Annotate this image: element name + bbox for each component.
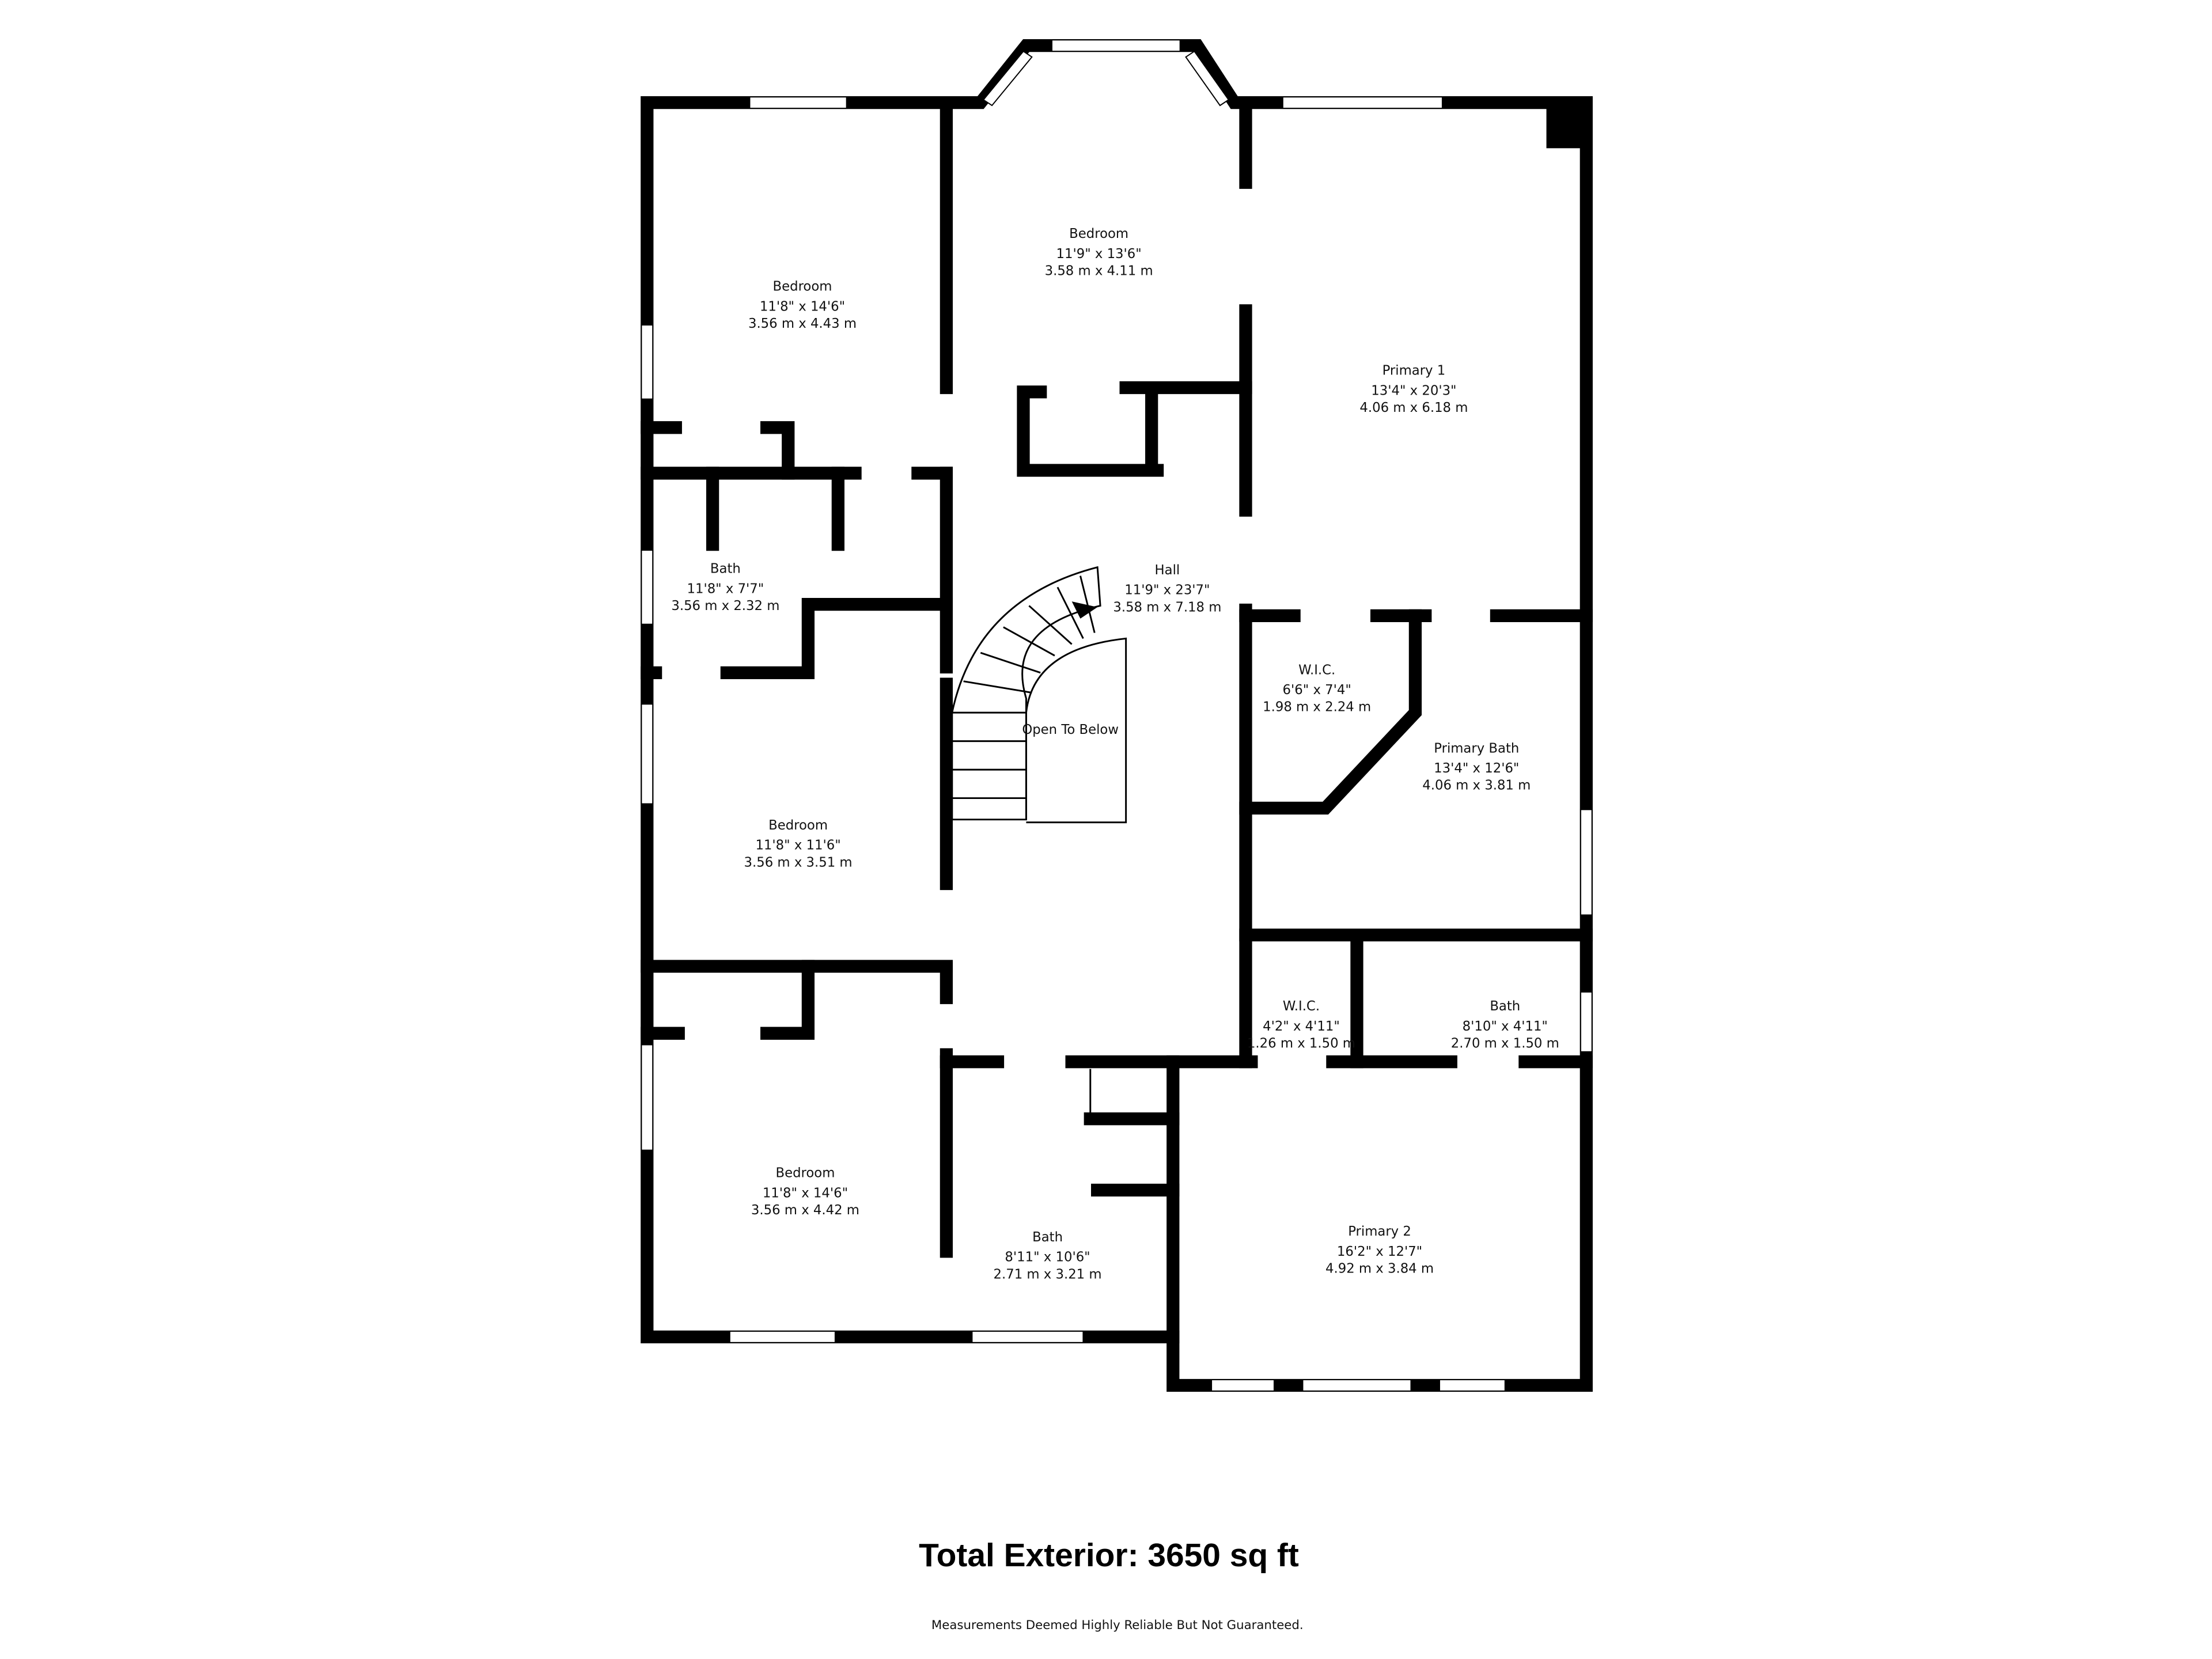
svg-text:3.56 m x 3.51 m: 3.56 m x 3.51 m (744, 855, 853, 870)
svg-text:11'9" x 23'7": 11'9" x 23'7" (1124, 583, 1210, 598)
svg-text:16'2" x 12'7": 16'2" x 12'7" (1337, 1244, 1422, 1259)
svg-text:Primary 2: Primary 2 (1348, 1224, 1411, 1239)
svg-text:4'2" x 4'11": 4'2" x 4'11" (1263, 1019, 1340, 1034)
room-bath-1: Bath 11'8" x 7'7" 3.56 m x 2.32 m (671, 562, 779, 613)
room-bath-3: Bath 8'11" x 10'6" 2.71 m x 3.21 m (994, 1230, 1102, 1282)
svg-text:W.I.C.: W.I.C. (1298, 662, 1335, 677)
disclaimer: Measurements Deemed Highly Reliable But … (931, 1618, 1304, 1633)
svg-text:4.92 m x 3.84 m: 4.92 m x 3.84 m (1325, 1261, 1434, 1276)
open-to-below-label: Open To Below (1022, 722, 1119, 737)
svg-text:Hall: Hall (1155, 563, 1180, 578)
svg-text:11'8" x 7'7": 11'8" x 7'7" (687, 581, 764, 596)
svg-text:Bedroom: Bedroom (773, 279, 832, 294)
room-primary-bath: Primary Bath 13'4" x 12'6" 4.06 m x 3.81 m (1422, 741, 1531, 793)
svg-text:6'6" x 7'4": 6'6" x 7'4" (1283, 683, 1351, 698)
svg-text:4.06 m x 3.81 m: 4.06 m x 3.81 m (1422, 778, 1531, 793)
svg-text:3.56 m x 4.42 m: 3.56 m x 4.42 m (751, 1203, 859, 1218)
svg-text:Bedroom: Bedroom (1069, 226, 1128, 241)
room-wic-1: W.I.C. 6'6" x 7'4" 1.98 m x 2.24 m (1263, 662, 1371, 714)
svg-text:11'8" x 14'6": 11'8" x 14'6" (760, 299, 845, 314)
room-bath-2: Bath 8'10" x 4'11" 2.70 m x 1.50 m (1451, 999, 1559, 1051)
room-hall: Hall 11'9" x 23'7" 3.58 m x 7.18 m (1113, 563, 1221, 615)
svg-text:1.98 m x 2.24 m: 1.98 m x 2.24 m (1263, 700, 1371, 715)
room-bedroom-2: Bedroom 11'9" x 13'6" 3.58 m x 4.11 m (1045, 226, 1153, 278)
room-bedroom-1: Bedroom 11'8" x 14'6" 3.56 m x 4.43 m (748, 279, 857, 331)
walls (641, 39, 1593, 1392)
svg-text:Primary Bath: Primary Bath (1434, 741, 1519, 756)
svg-text:3.58 m x 7.18 m: 3.58 m x 7.18 m (1113, 600, 1221, 615)
svg-text:W.I.C.: W.I.C. (1283, 999, 1320, 1014)
svg-text:Primary 1: Primary 1 (1382, 363, 1446, 378)
room-bedroom-4: Bedroom 11'8" x 14'6" 3.56 m x 4.42 m (751, 1166, 859, 1218)
svg-text:11'8" x 14'6": 11'8" x 14'6" (763, 1185, 848, 1200)
windows (641, 39, 1593, 1392)
svg-text:Bath: Bath (710, 562, 741, 577)
svg-text:11'9" x 13'6": 11'9" x 13'6" (1056, 247, 1142, 262)
svg-text:13'4" x 12'6": 13'4" x 12'6" (1434, 761, 1519, 776)
total-exterior-area: Total Exterior: 3650 sq ft (919, 1537, 1299, 1574)
svg-text:Bath: Bath (1490, 999, 1520, 1014)
svg-text:13'4" x 20'3": 13'4" x 20'3" (1371, 383, 1456, 398)
svg-text:3.56 m x 2.32 m: 3.56 m x 2.32 m (671, 599, 779, 613)
svg-text:Bedroom: Bedroom (768, 818, 828, 833)
svg-text:3.58 m x 4.11 m: 3.58 m x 4.11 m (1045, 264, 1153, 279)
room-primary-1: Primary 1 13'4" x 20'3" 4.06 m x 6.18 m (1359, 363, 1468, 415)
svg-text:11'8" x 11'6": 11'8" x 11'6" (755, 838, 840, 853)
room-bedroom-3: Bedroom 11'8" x 11'6" 3.56 m x 3.51 m (744, 818, 853, 870)
room-wic-2: W.I.C. 4'2" x 4'11" 1.26 m x 1.50 m (1247, 999, 1355, 1051)
room-primary-2: Primary 2 16'2" x 12'7" 4.92 m x 3.84 m (1325, 1224, 1434, 1276)
room-labels: Bedroom 11'8" x 14'6" 3.56 m x 4.43 m Bedr… (671, 226, 1559, 1282)
svg-text:2.70 m x 1.50 m: 2.70 m x 1.50 m (1451, 1036, 1559, 1051)
staircase (951, 566, 1127, 824)
svg-text:1.26 m x 1.50 m: 1.26 m x 1.50 m (1247, 1036, 1355, 1051)
svg-text:3.56 m x 4.43 m: 3.56 m x 4.43 m (748, 316, 857, 331)
svg-text:Bath: Bath (1032, 1230, 1063, 1245)
svg-text:4.06 m x 6.18 m: 4.06 m x 6.18 m (1359, 400, 1468, 415)
svg-text:8'11" x 10'6": 8'11" x 10'6" (1005, 1250, 1090, 1265)
svg-text:2.71 m x 3.21 m: 2.71 m x 3.21 m (994, 1267, 1102, 1282)
svg-text:8'10" x 4'11": 8'10" x 4'11" (1463, 1019, 1548, 1034)
svg-text:Bedroom: Bedroom (775, 1166, 835, 1181)
